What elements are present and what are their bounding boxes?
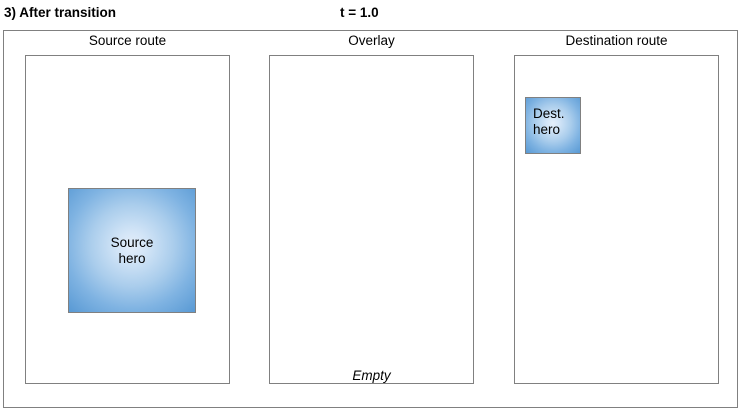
destination-hero-block: Dest. hero — [525, 97, 581, 154]
time-label: t = 1.0 — [340, 5, 379, 20]
panel-overlay: Overlay Empty — [269, 33, 474, 384]
destination-hero-label-line2: hero — [533, 122, 561, 137]
destination-hero-label-line1: Dest. — [533, 106, 565, 121]
title-row: 3) After transition t = 1.0 — [0, 0, 742, 30]
overlay-empty-label: Empty — [352, 368, 391, 383]
panel-destination-route-title: Destination route — [565, 33, 668, 48]
source-hero-label-line1: Source — [110, 234, 154, 250]
panel-destination-route: Destination route Dest. hero — [514, 33, 719, 384]
panel-overlay-box — [269, 55, 474, 384]
panel-source-route: Source route Source hero — [25, 33, 230, 384]
panel-source-route-title: Source route — [88, 33, 167, 48]
source-hero-label-line2: hero — [118, 250, 146, 266]
panel-overlay-title: Overlay — [348, 33, 395, 48]
source-hero-block: Source hero — [68, 188, 196, 313]
diagram-outer-frame: Source route Source hero Overlay Empty D… — [3, 30, 738, 408]
step-title: 3) After transition — [4, 5, 117, 20]
